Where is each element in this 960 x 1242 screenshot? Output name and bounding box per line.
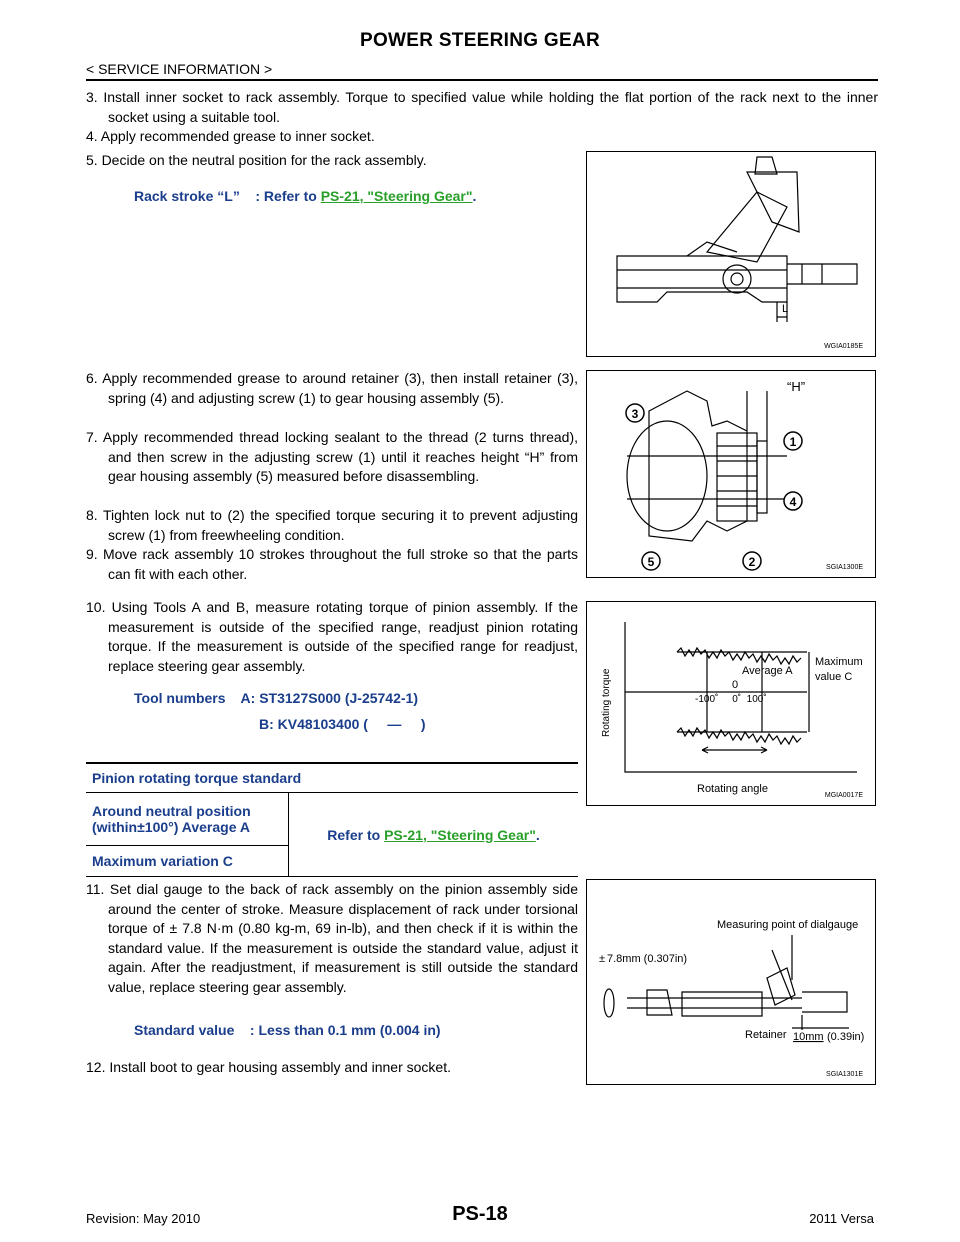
step-9: 9. Move rack assembly 10 strokes through… (86, 546, 578, 582)
distance-a: 10mm (793, 1031, 824, 1043)
step-8: 8. Tighten lock nut to (2) the specified… (86, 507, 578, 543)
rack-stroke-end: . (472, 188, 477, 204)
step-5: 5. Decide on the neutral position for th… (86, 152, 427, 168)
row1-label-b: (within±100°) Average A (92, 819, 250, 835)
figure-dial-gauge: Measuring point of dialgauge ± 7.8mm (0.… (586, 879, 876, 1085)
tool-numbers-a: Tool numbers A: ST3127S000 (J-25742-1) (134, 690, 418, 706)
footer-revision: Revision: May 2010 (86, 1211, 201, 1226)
fig2-code: SGIA1300E (826, 564, 863, 571)
page-number: PS-18 (452, 1203, 508, 1225)
step-3: 3. Install inner socket to rack assembly… (86, 89, 878, 125)
ticks-label: -100˚ 0˚ 100˚ (695, 693, 767, 705)
torque-table-heading: Pinion rotating torque standard (86, 762, 578, 793)
header-rule (86, 79, 878, 81)
step-7: 7. Apply recommended thread locking seal… (86, 429, 578, 484)
xlabel: Rotating angle (697, 783, 768, 795)
callout-5: 5 (648, 555, 655, 569)
rotating-torque-graph: Rotating torque Rotating angle Average A… (601, 622, 863, 795)
label-l: L (782, 303, 788, 315)
torque-refer-cell: Refer to PS-21, "Steering Gear". (288, 792, 578, 877)
row2-label: Maximum variation C (86, 845, 289, 877)
callout-2: 2 (749, 555, 756, 569)
figure-adjusting-screw: “H” 3 1 4 5 2 SGIA1300E (586, 370, 876, 578)
refer-end: . (535, 826, 540, 843)
torque-table: Pinion rotating torque standard Around n… (86, 762, 578, 877)
step-12: 12. Install boot to gear housing assembl… (86, 1059, 451, 1075)
max-label-2: value C (815, 671, 852, 683)
callout-4: 4 (790, 495, 797, 509)
row1-label: Around neutral position (within±100°) Av… (86, 792, 289, 846)
standard-value-spec: Standard value : Less than 0.1 mm (0.004… (134, 1022, 441, 1038)
dial-gauge-diagram: Measuring point of dialgauge ± 7.8mm (0.… (599, 919, 864, 1043)
fig4-code: SGIA1301E (826, 1071, 863, 1078)
row1-label-a: Around neutral position (92, 803, 251, 819)
step-11: 11. Set dial gauge to the back of rack a… (86, 881, 578, 995)
footer-model: 2011 Versa (809, 1211, 874, 1226)
rack-stroke-link[interactable]: PS-21, "Steering Gear" (320, 188, 473, 204)
ylabel: Rotating torque (601, 668, 612, 737)
figure-rack-stroke: L WGIA0185E (586, 151, 876, 357)
rack-stroke-diagram: L (616, 156, 858, 322)
adjusting-screw-diagram: “H” 3 1 4 5 2 (625, 379, 805, 571)
distance-b: (0.39in) (827, 1031, 864, 1043)
fig1-code: WGIA0185E (824, 343, 863, 350)
zero-label: 0 (732, 679, 738, 691)
step-4: 4. Apply recommended grease to inner soc… (86, 128, 375, 144)
step-10: 10. Using Tools A and B, measure rotatin… (86, 599, 578, 674)
rack-stroke-label: Rack stroke “L” : Refer to (134, 188, 321, 204)
max-label-1: Maximum (815, 656, 863, 668)
callout-3: 3 (632, 407, 639, 421)
breadcrumb: < SERVICE INFORMATION > (86, 61, 273, 77)
refer-prefix: Refer to (327, 826, 385, 843)
label-h: “H” (787, 379, 805, 394)
torque-label: 7.8mm (0.307in) (607, 953, 687, 965)
torque-sign: ± (599, 953, 605, 965)
page-title: POWER STEERING GEAR (359, 30, 601, 51)
figure-rotating-torque: Rotating torque Rotating angle Average A… (586, 601, 876, 806)
retainer-label: Retainer (745, 1029, 787, 1041)
average-label: Average A (742, 665, 793, 677)
measuring-point-label: Measuring point of dialgauge (717, 919, 858, 931)
callout-1: 1 (790, 435, 797, 449)
rack-stroke-spec: Rack stroke “L” : Refer to PS-21, "Steer… (134, 188, 476, 204)
refer-link[interactable]: PS-21, "Steering Gear" (384, 826, 536, 843)
fig3-code: MGIA0017E (824, 792, 863, 799)
tool-numbers-b: B: KV48103400 ( — ) (259, 716, 426, 732)
step-6: 6. Apply recommended grease to around re… (86, 370, 578, 406)
